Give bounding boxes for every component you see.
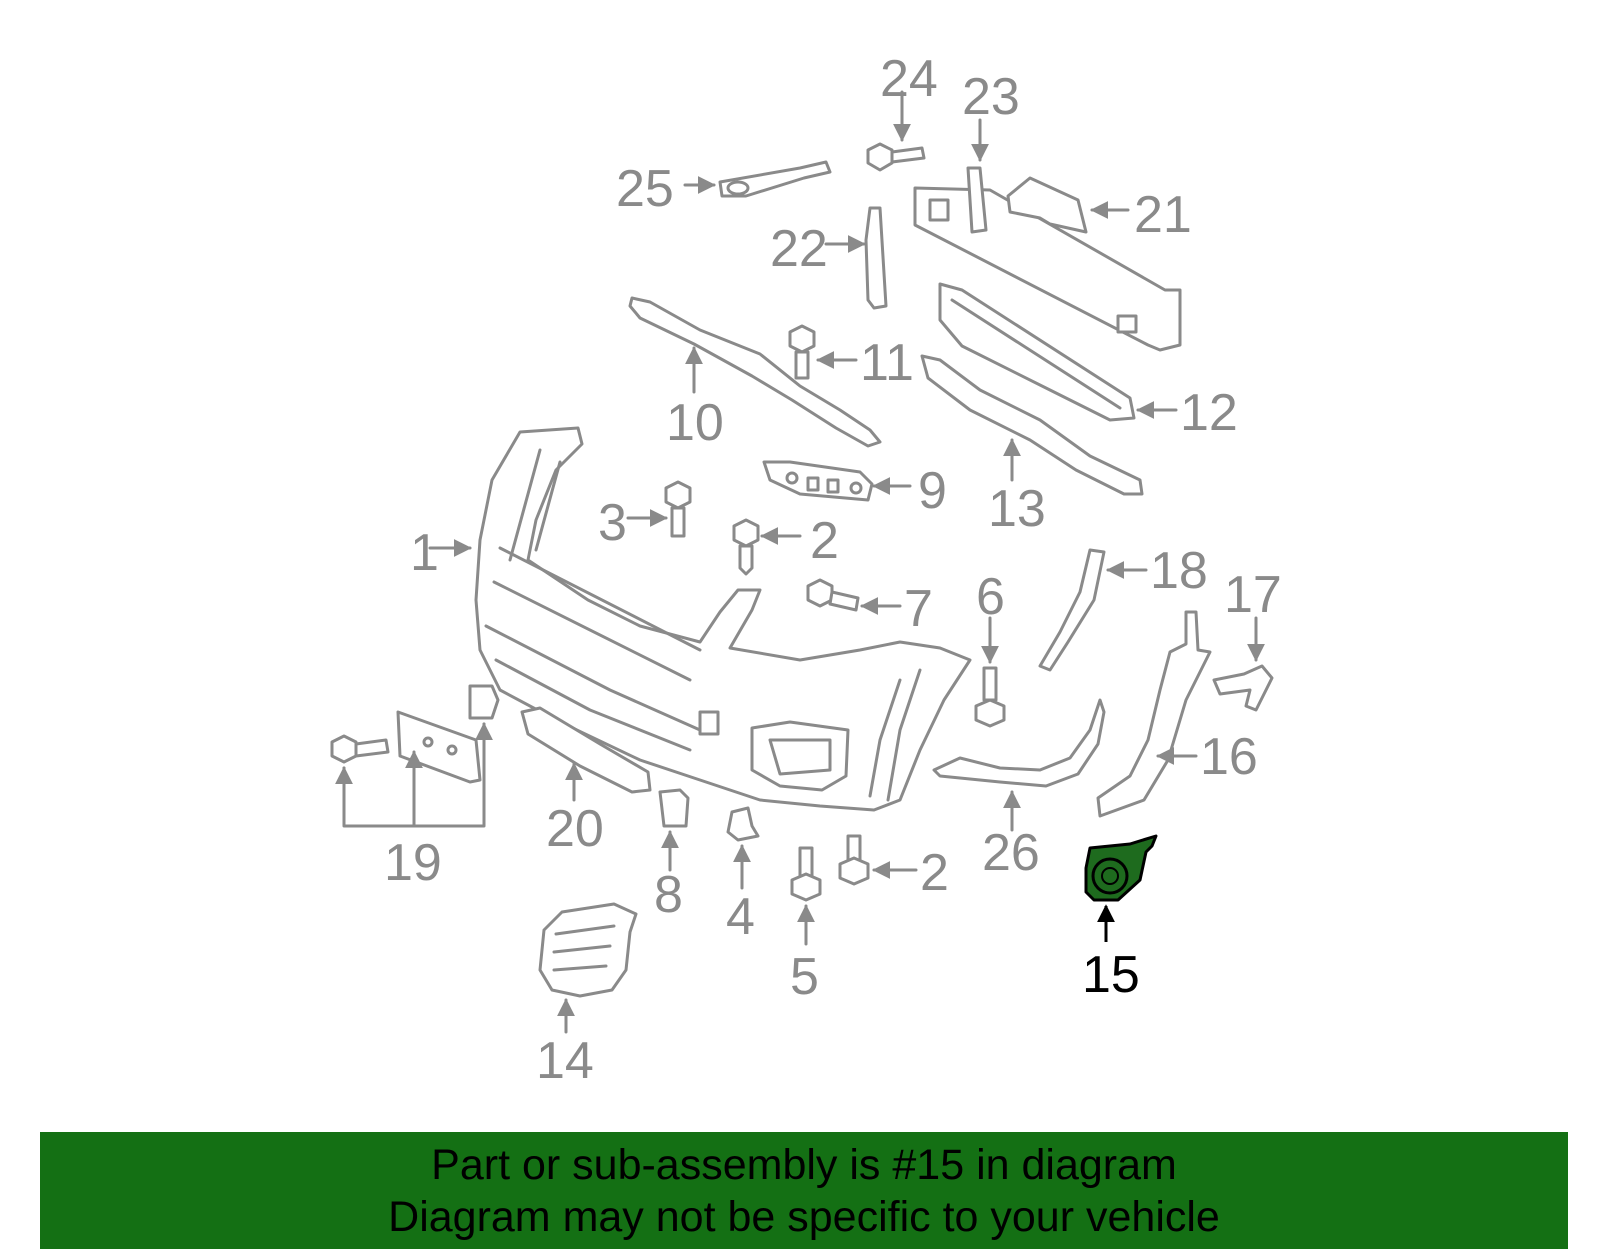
callout-22: 22: [770, 220, 828, 278]
part-2-clip-lower: [838, 834, 918, 886]
callout-9: 9: [918, 462, 947, 520]
part-5-screw: [790, 846, 822, 946]
part-21-bracket: [1006, 176, 1130, 234]
callout-15: 15: [1082, 946, 1140, 1004]
callout-26: 26: [982, 824, 1040, 882]
callout-4: 4: [726, 888, 755, 946]
part-22-bracket: [824, 206, 888, 310]
part-12-absorber: [938, 282, 1178, 422]
callout-19: 19: [384, 834, 442, 892]
banner-line-1: Part or sub-assembly is #15 in diagram: [431, 1140, 1177, 1189]
callout-18: 18: [1150, 542, 1208, 600]
part-13-retainer: [920, 354, 1144, 496]
callout-14: 14: [536, 1032, 594, 1090]
callout-17: 17: [1224, 566, 1282, 624]
callout-2-lower: 2: [920, 844, 949, 902]
callout-10: 10: [666, 394, 724, 452]
part-7-bolt: [806, 578, 902, 615]
part-18-molding: [1038, 548, 1148, 672]
part-1-bumper-cover: [428, 426, 972, 812]
callout-11: 11: [860, 334, 914, 392]
part-4-clip: [726, 806, 760, 890]
part-11-bolt: [788, 324, 858, 380]
callout-20: 20: [546, 800, 604, 858]
callout-16: 16: [1200, 728, 1258, 786]
part-2-clip-upper: [732, 518, 802, 576]
part-25-bracket: [683, 160, 832, 198]
info-banner: Part or sub-assembly is #15 in diagram D…: [40, 1132, 1568, 1249]
callout-6: 6: [976, 568, 1005, 626]
callout-5: 5: [790, 948, 819, 1006]
callout-3: 3: [598, 494, 627, 552]
callout-2-upper: 2: [810, 512, 839, 570]
part-19-license-bracket: [330, 684, 500, 828]
part-6-bolt: [974, 616, 1006, 728]
callout-23: 23: [962, 68, 1020, 126]
part-9-bracket: [762, 460, 912, 502]
part-3-bolt: [626, 480, 692, 538]
callout-7: 7: [904, 580, 933, 638]
callout-24: 24: [880, 50, 938, 108]
banner-line-2: Diagram may not be specific to your vehi…: [388, 1192, 1220, 1241]
callout-8: 8: [654, 866, 683, 924]
part-8-clip: [658, 788, 690, 872]
callout-1: 1: [410, 524, 439, 582]
part-14-bezel: [538, 902, 638, 1034]
part-26-molding: [932, 698, 1106, 832]
part-20-spoiler: [520, 706, 652, 802]
part-16-extension: [1096, 610, 1212, 818]
part-15-fog-lamp-bracket: [1084, 834, 1158, 942]
callout-25: 25: [616, 160, 674, 218]
callout-13: 13: [988, 480, 1046, 538]
callout-21: 21: [1134, 186, 1192, 244]
part-10-retainer: [628, 296, 882, 448]
callout-12: 12: [1180, 384, 1238, 442]
part-17-bracket: [1212, 616, 1274, 712]
part-24-bolt: [866, 90, 926, 172]
